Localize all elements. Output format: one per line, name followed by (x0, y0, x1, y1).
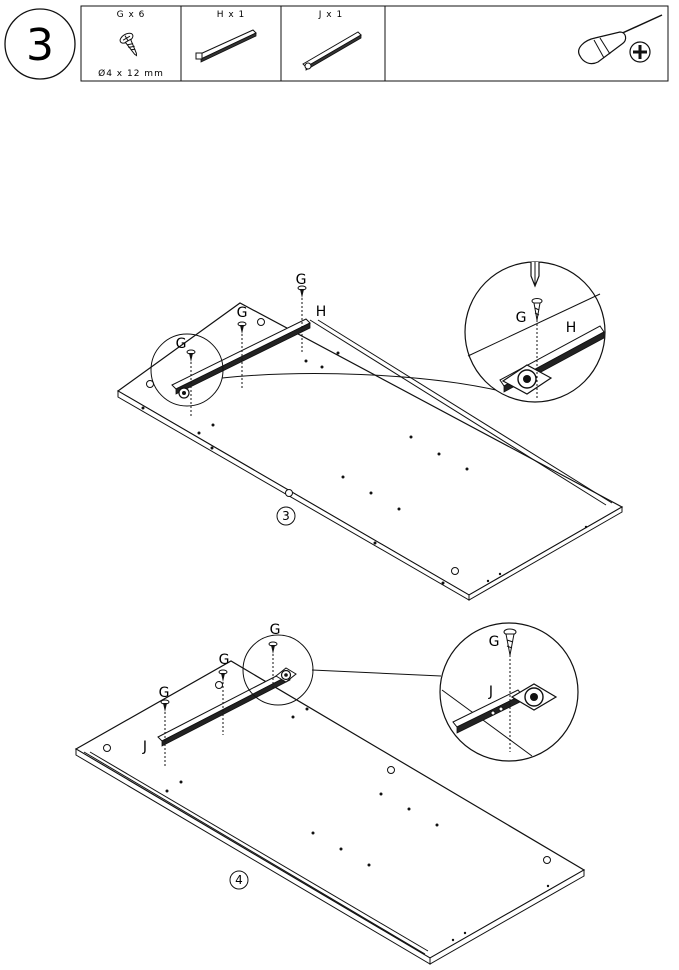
screw-icon (218, 669, 228, 735)
screw-icon (503, 628, 517, 752)
runner-h (171, 318, 311, 399)
part-g-size: Ø4 x 12 mm (98, 68, 164, 79)
detail-label-runner-j: J (488, 684, 493, 700)
panel-number: 4 (235, 873, 243, 887)
panel-number-circle (276, 506, 296, 526)
screw-icon (268, 641, 278, 690)
panel-4-holes (103, 681, 551, 942)
screw-icon (119, 32, 138, 57)
diagram-panel-3: G G G H G (116, 261, 624, 601)
screw-icon (297, 285, 307, 352)
label-screw-g: G (237, 305, 248, 321)
detail-label-screw-g: G (489, 634, 500, 650)
screw-icon (160, 699, 170, 768)
panel-number-circle (229, 870, 249, 890)
screwdriver-tip-icon (530, 262, 540, 288)
label-screw-g: G (219, 652, 230, 668)
runner-j (157, 667, 297, 747)
label-runner-j: J (142, 739, 147, 755)
screws-g-bottom (160, 641, 278, 768)
zoom-source-circle (150, 333, 224, 407)
detail-label-screw-g: G (516, 310, 527, 326)
detail-view-top: G H (464, 261, 606, 403)
part-h-cell: H x 1 (195, 10, 257, 63)
detail-label-runner-h: H (566, 320, 577, 336)
screw-icon (237, 321, 247, 390)
drawer-runner-h-icon (195, 29, 257, 63)
screw-icon (186, 349, 196, 418)
part-g-quantity: G x 6 (117, 10, 146, 20)
label-screw-g: G (159, 685, 170, 701)
detail-view-bottom: G J (439, 622, 579, 762)
part-g-cell: G x 6 Ø4 x 12 mm (98, 10, 164, 79)
label-screw-g: G (176, 336, 187, 352)
step-header: 3 G x 6 Ø4 x 12 mm H x 1 (4, 5, 669, 82)
screws-g-top (186, 285, 307, 418)
panel-3-holes (141, 318, 588, 585)
drawer-runner-j-icon (302, 31, 362, 71)
label-screw-g: G (270, 622, 281, 638)
part-h-quantity: H x 1 (217, 10, 246, 20)
screw-icon (531, 298, 543, 398)
label-runner-h: H (316, 304, 327, 320)
part-j-cell: J x 1 (302, 10, 362, 71)
diagram-panel-4: G G G J G J 4 (74, 622, 586, 965)
step-number-circle (4, 8, 76, 80)
phillips-screwdriver-icon (578, 14, 663, 65)
part-j-quantity: J x 1 (318, 10, 343, 20)
label-screw-g: G (296, 272, 307, 288)
parts-table (80, 5, 669, 82)
step-number: 3 (26, 20, 54, 71)
panel-number: 3 (282, 509, 290, 523)
